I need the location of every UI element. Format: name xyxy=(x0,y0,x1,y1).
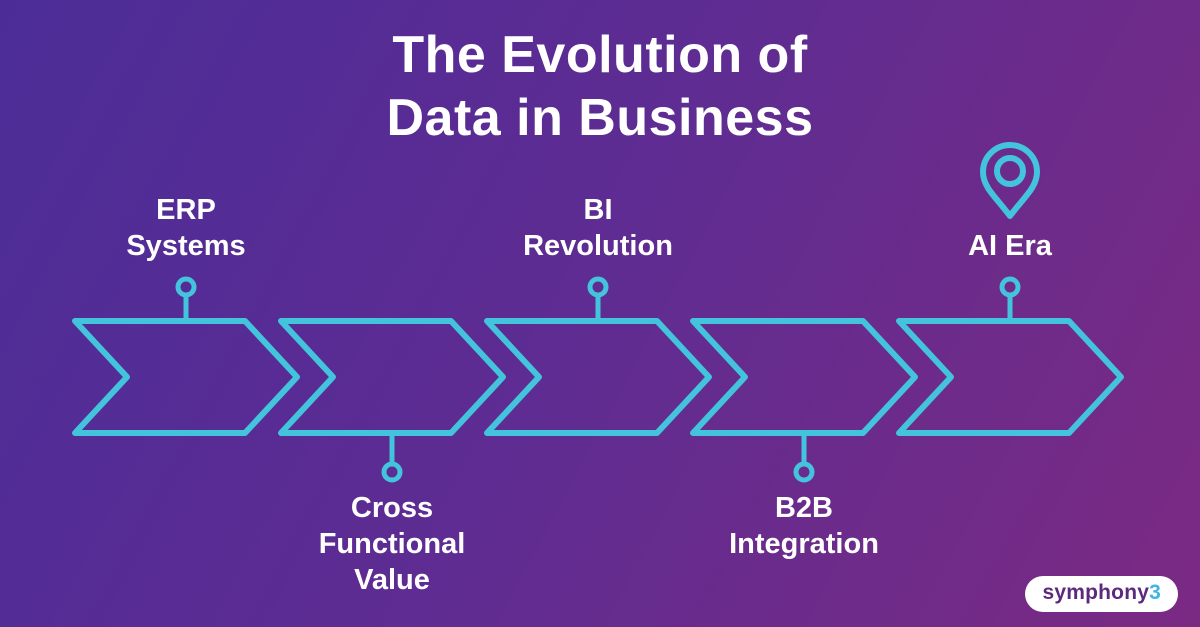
stage-label-line: BI xyxy=(583,194,613,226)
map-pin-icon xyxy=(980,142,1040,219)
stage-label-line: Revolution xyxy=(523,230,673,262)
stage-label-line: B2B xyxy=(774,492,833,524)
logo-suffix-text: 3 xyxy=(1149,581,1161,604)
logo-name-text: symphony xyxy=(1042,581,1150,604)
stage-label-b2b-integration: B2B Integration xyxy=(729,490,879,562)
chevron-stage-1 xyxy=(72,318,300,436)
stage-label-line: Integration xyxy=(729,528,879,560)
connector-dot-stage-2 xyxy=(381,461,403,483)
page-title-line-1: The Evolution of xyxy=(392,26,808,84)
stage-label-line: Functional xyxy=(318,528,466,560)
stage-label-ai-era: AI Era xyxy=(968,228,1052,264)
chevron-stage-2 xyxy=(278,318,506,436)
stage-label-line: Cross xyxy=(350,492,434,524)
page-title: The Evolution of Data in Business xyxy=(0,24,1200,150)
stage-label-line: Systems xyxy=(126,230,246,262)
stage-label-line: Value xyxy=(354,564,430,596)
connector-dot-stage-3 xyxy=(587,276,609,298)
stage-label-bi-revolution: BI Revolution xyxy=(523,192,673,264)
chevron-stage-3 xyxy=(484,318,712,436)
chevron-stage-4 xyxy=(690,318,918,436)
stage-label-line: AI Era xyxy=(968,230,1052,262)
stage-label-cross-functional-value: Cross Functional Value xyxy=(319,490,466,598)
connector-dot-stage-1 xyxy=(175,276,197,298)
connector-dot-stage-4 xyxy=(793,461,815,483)
symphony3-logo: symphony3 xyxy=(1025,576,1178,612)
chevron-stage-5 xyxy=(896,318,1124,436)
stage-label-line: ERP xyxy=(156,194,216,226)
page-title-line-2: Data in Business xyxy=(386,89,814,147)
connector-dot-stage-5 xyxy=(999,276,1021,298)
stage-label-erp-systems: ERP Systems xyxy=(126,192,245,264)
